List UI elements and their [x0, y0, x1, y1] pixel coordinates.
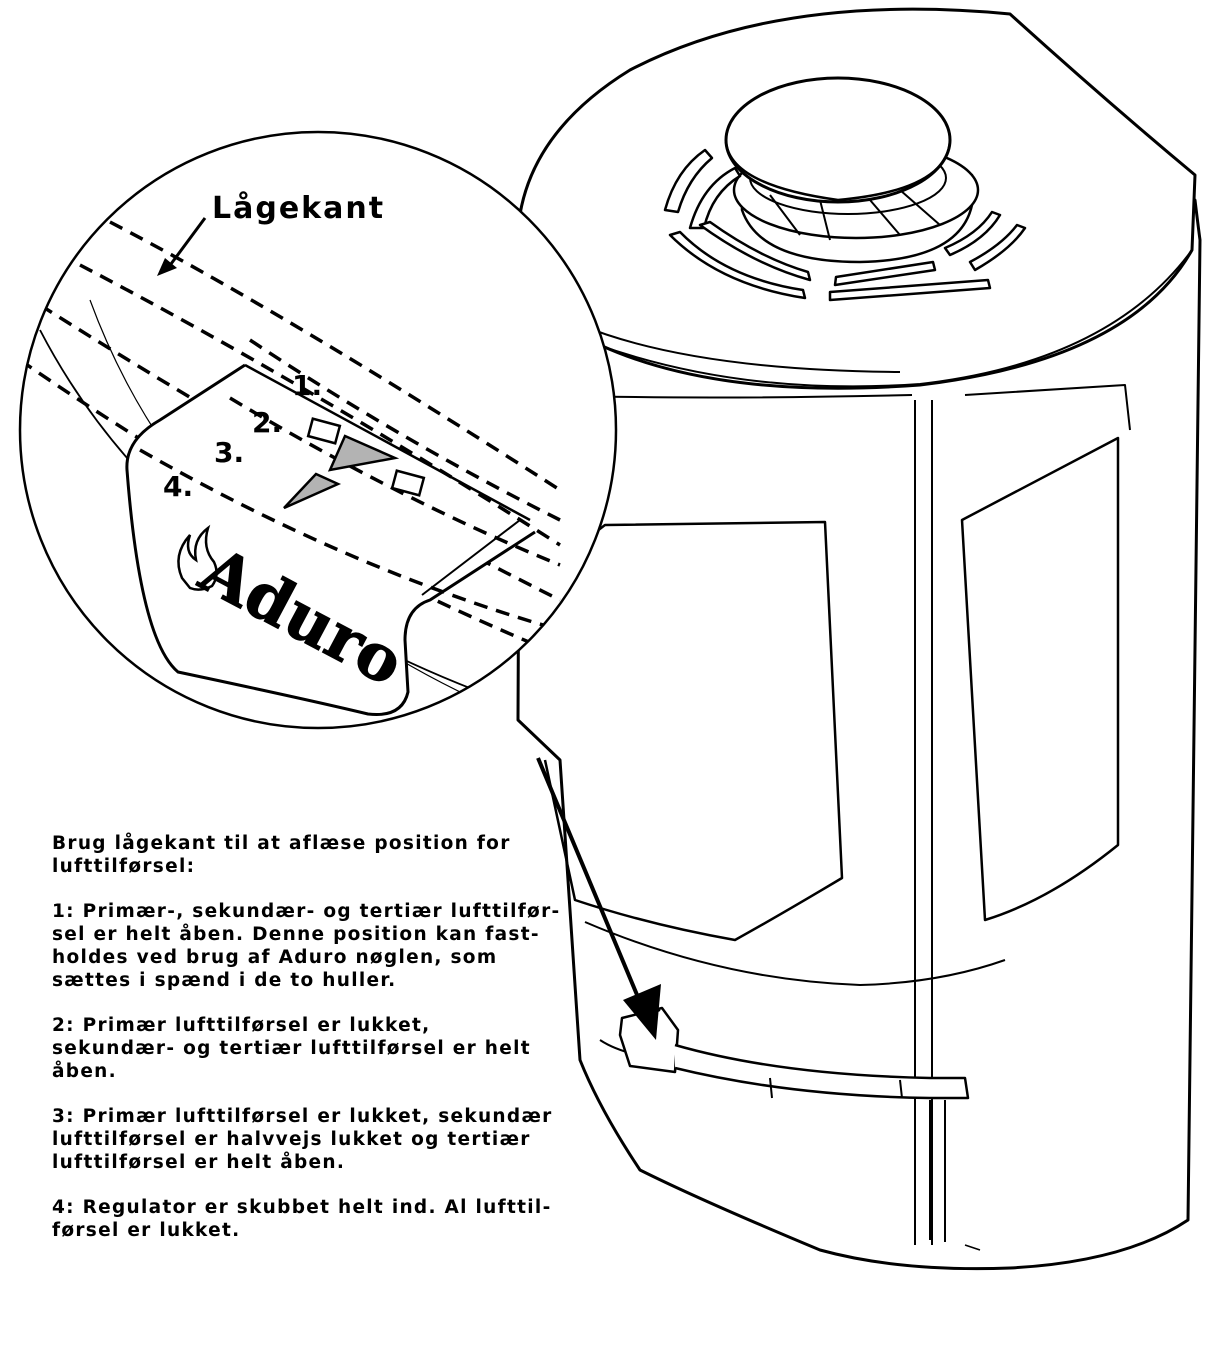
- marker-position-2: [327, 434, 400, 472]
- caption-item-2: 2: Primær lufttilførsel er lukket, sekun…: [52, 1015, 531, 1082]
- pointer-arrow: [536, 757, 661, 1040]
- caption-item-3: 3: Primær lufttilførsel er lukket, sekun…: [52, 1106, 553, 1173]
- marker-position-3: [283, 472, 342, 510]
- caption: Brug lågekant til at aflæse position for…: [52, 832, 572, 1264]
- position-label-3: 3.: [214, 436, 244, 469]
- position-label-1: 1.: [292, 369, 322, 402]
- detail-callout: [18, 130, 618, 730]
- position-label-2: 2.: [252, 406, 282, 439]
- callout-title: Lågekant: [212, 190, 385, 226]
- caption-intro: Brug lågekant til at aflæse position for…: [52, 833, 511, 877]
- caption-item-4: 4: Regulator er skubbet helt ind. Al luf…: [52, 1197, 552, 1241]
- stove-body: [515, 7, 1202, 1271]
- caption-item-1: 1: Primær-, sekundær- og tertiær lufttil…: [52, 901, 561, 991]
- position-label-4: 4.: [163, 470, 193, 503]
- flame-logo-icon: [177, 524, 218, 591]
